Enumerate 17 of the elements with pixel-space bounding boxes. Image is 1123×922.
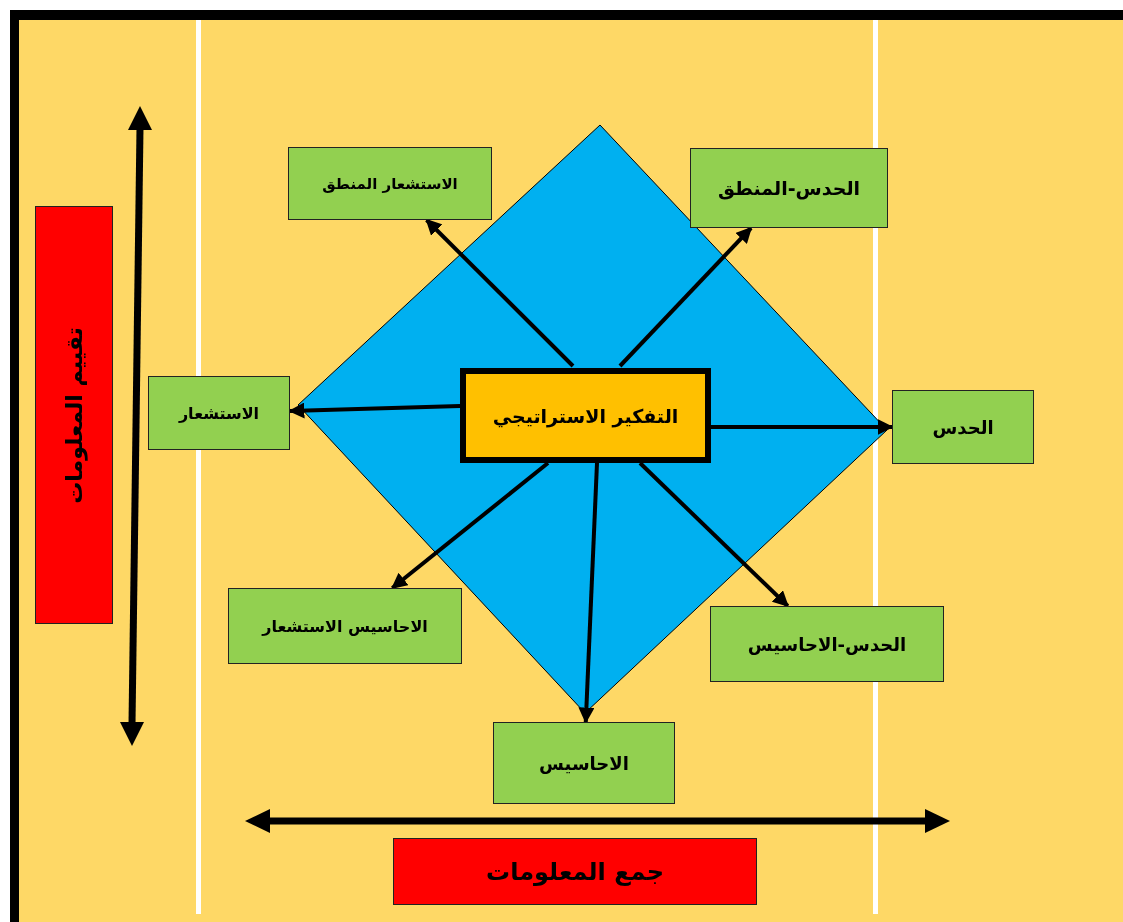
process-box: الاستشعار xyxy=(148,376,290,450)
arrow xyxy=(638,461,790,608)
arrow xyxy=(288,402,461,419)
process-box: الاحاسيس الاستشعار xyxy=(228,588,462,664)
label-box: جمع المعلومات xyxy=(393,838,757,905)
arrow xyxy=(425,218,575,368)
process-box: الحدس xyxy=(892,390,1034,464)
process-box: الاستشعار المنطق xyxy=(288,147,492,220)
label-box: تقييم المعلومات xyxy=(35,206,113,624)
process-box: الحدس-المنطق xyxy=(690,148,888,228)
process-box: الاحاسيس xyxy=(493,722,675,804)
arrow xyxy=(578,462,599,724)
central-box: التفكير الاستراتيجي xyxy=(460,368,711,463)
arrow xyxy=(618,226,753,368)
arrow xyxy=(391,461,550,590)
arrow xyxy=(711,419,894,435)
process-box: الحدس-الاحاسيس xyxy=(710,606,944,682)
